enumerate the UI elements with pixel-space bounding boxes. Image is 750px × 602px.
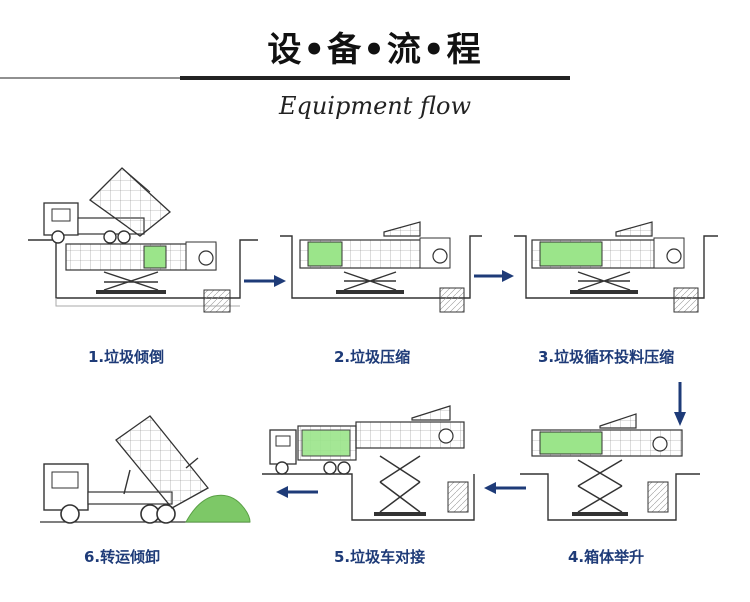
step1-caption: 1.垃圾倾倒	[88, 348, 165, 366]
step3-illustration	[514, 221, 718, 313]
flow-arrow-2-3	[474, 270, 514, 282]
step3-caption: 3.垃圾循环投料压缩	[538, 348, 675, 366]
step5-illustration	[262, 405, 475, 521]
step6-illustration	[40, 415, 251, 524]
page-title: 设•备•流•程	[267, 30, 483, 70]
step6-caption: 6.转运倾卸	[84, 548, 161, 566]
step1-illustration	[28, 167, 258, 313]
step2-illustration	[280, 221, 482, 313]
page-subtitle: Equipment flow	[278, 92, 472, 120]
step5-caption: 5.垃圾车对接	[334, 548, 426, 566]
step4-caption: 4.箱体举升	[568, 548, 645, 566]
flow-arrow-4-5	[484, 482, 526, 494]
flow-arrow-3-4	[674, 382, 686, 426]
step5-truck	[269, 425, 357, 475]
step1-truck	[43, 167, 171, 244]
flow-arrow-1-2	[244, 275, 286, 287]
step2-caption: 2.垃圾压缩	[334, 348, 411, 366]
step4-illustration	[520, 413, 700, 521]
flow-arrow-5-6	[276, 486, 318, 498]
title-divider	[0, 76, 570, 80]
